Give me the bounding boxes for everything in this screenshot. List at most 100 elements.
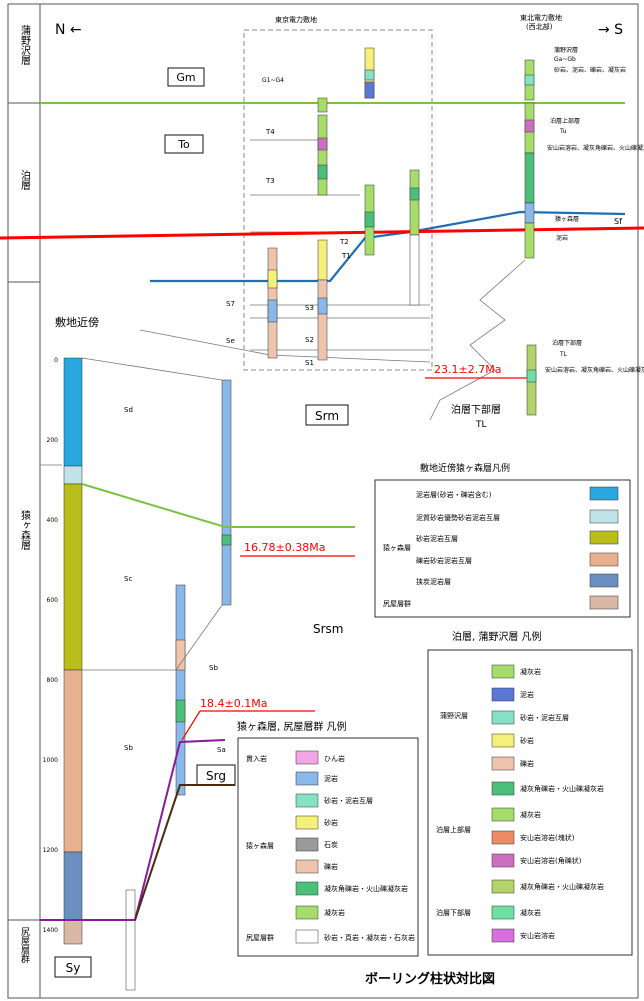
t1-label: T1 (341, 252, 351, 260)
svg-text:600: 600 (47, 597, 59, 604)
shiriyaso-column-label: 尻屋層群 (19, 927, 30, 964)
legend3-box (237, 737, 419, 957)
srsm-label: Srsm (313, 622, 344, 636)
svg-text:石炭: 石炭 (324, 841, 338, 849)
svg-text:1000: 1000 (43, 757, 58, 764)
sy-label: Sy (66, 961, 81, 975)
svg-text:泥岩: 泥岩 (324, 774, 338, 783)
svg-text:泊層下部層: 泊層下部層 (436, 908, 471, 917)
to-label-box (164, 134, 204, 154)
t3-label: T3 (265, 177, 275, 185)
svg-text:凝灰角礫岩・火山礫凝灰岩: 凝灰角礫岩・火山礫凝灰岩 (520, 784, 604, 793)
tepco-site-label: 東京電力敷地 (275, 15, 317, 24)
svg-text:泥質砂岩優勢砂岩泥岩互層: 泥質砂岩優勢砂岩泥岩互層 (416, 513, 500, 522)
legend1-box (374, 479, 631, 618)
srm-label-box (305, 404, 349, 426)
tomari-lower-code: TL (559, 351, 568, 358)
brown-correlation-line (134, 784, 235, 921)
svg-text:泊層上部層: 泊層上部層 (436, 825, 471, 834)
tomari-upper-code: Tu (559, 128, 567, 135)
svg-text:200: 200 (47, 437, 59, 444)
depth-scale: 0 200 400 600 800 1000 1200 1400 (43, 357, 58, 934)
svg-text:砂岩泥岩互層: 砂岩泥岩互層 (416, 534, 458, 543)
gm-unit-label: G1~G4 (262, 77, 284, 84)
svg-text:砂岩・泥岩互層: 砂岩・泥岩互層 (520, 713, 569, 722)
legend2-box (427, 649, 633, 956)
legend3-items: 貫入岩 ひん岩 猿ヶ森層 泥岩 砂岩・泥岩互層 砂岩 石炭 礫岩 凝灰角礫岩・火… (246, 750, 415, 944)
legend1-group-label: 猿ヶ森層 (383, 543, 411, 552)
svg-text:0: 0 (54, 357, 58, 364)
svg-text:安山岩溶岩: 安山岩溶岩 (520, 931, 555, 940)
tomari-lower-lith: 安山岩溶岩、凝灰角礫岩、火山礫凝灰岩、凝灰岩 (545, 366, 644, 374)
srm-label: Srm (315, 409, 339, 423)
shiriya-desc: 泥岩 (556, 234, 568, 242)
svg-text:凝灰岩: 凝灰岩 (520, 908, 541, 917)
tohoku-site-sublabel: (西北部) (526, 22, 553, 31)
sc-label: Sc (124, 575, 132, 583)
deep-boreholes (125, 379, 232, 991)
site-vicinity-label: 敷地近傍 (55, 315, 99, 329)
age-label-3: 18.4±0.1Ma (200, 697, 267, 710)
svg-text:泥岩層(砂岩・礫岩含む): 泥岩層(砂岩・礫岩含む) (416, 490, 492, 499)
to-label: To (177, 138, 190, 151)
tomari-column-label: 泊層 (19, 170, 31, 190)
sarugamori-column-label: 猿ヶ森層 (19, 509, 31, 550)
svg-text:凝灰角礫岩・火山礫凝灰岩: 凝灰角礫岩・火山礫凝灰岩 (324, 884, 408, 893)
svg-text:800: 800 (47, 677, 59, 684)
sf-boundary-line (150, 210, 626, 283)
age-label-1: 23.1±2.7Ma (434, 363, 501, 376)
svg-text:礫岩砂岩泥岩互層: 礫岩砂岩泥岩互層 (416, 556, 472, 565)
svg-text:凝灰岩: 凝灰岩 (520, 667, 541, 676)
svg-text:礫岩: 礫岩 (520, 759, 534, 768)
svg-text:猿ヶ森層: 猿ヶ森層 (246, 841, 274, 850)
gamanosawa-desc-code: Ga~Gb (554, 56, 576, 63)
correlation-lines (40, 139, 526, 466)
svg-text:貫入岩: 貫入岩 (246, 754, 267, 763)
purple-correlation-line (40, 739, 226, 921)
sb-label: Sb (124, 744, 133, 752)
gamanosawa-desc-title: 蒲野沢層 (554, 46, 578, 54)
svg-text:ひん岩: ひん岩 (324, 754, 345, 763)
svg-text:砂岩・頁岩・凝灰岩・石灰岩: 砂岩・頁岩・凝灰岩・石灰岩 (324, 933, 415, 942)
tomari-lower-title: 泊層下部層 (552, 339, 582, 347)
svg-text:1200: 1200 (43, 847, 58, 854)
se-label: Se (226, 337, 235, 345)
svg-text:礫岩: 礫岩 (324, 862, 338, 871)
legend1-items: 泥岩層(砂岩・礫岩含む) 泥質砂岩優勢砂岩泥岩互層 砂岩泥岩互層 礫岩砂岩泥岩互… (383, 486, 619, 610)
svg-text:尻屋層群: 尻屋層群 (246, 933, 274, 942)
south-direction: → S (598, 22, 623, 38)
t2-label: T2 (339, 238, 349, 246)
gm-label-box (167, 67, 205, 87)
legend1-title: 敷地近傍猿ヶ森層凡例 (420, 462, 510, 474)
svg-text:挟炭泥岩層: 挟炭泥岩層 (416, 577, 451, 586)
outer-frame (7, 3, 639, 999)
sd-label: Sd (124, 406, 133, 414)
legend3-title: 猿ヶ森層, 尻屋層群 凡例 (237, 720, 347, 733)
s7-label: S7 (226, 300, 235, 308)
site-vicinity-column (63, 357, 83, 945)
tohoku-site-label: 東北電力敷地 (520, 13, 562, 22)
svg-text:砂岩: 砂岩 (520, 736, 534, 745)
svg-text:安山岩溶岩(角礫状): 安山岩溶岩(角礫状) (520, 856, 582, 865)
sb-label-upper: Sb (209, 664, 218, 672)
svg-text:泥岩: 泥岩 (520, 690, 534, 699)
svg-text:砂岩: 砂岩 (324, 818, 338, 827)
green-correlation-line (81, 483, 355, 528)
s1-label: S1 (305, 359, 314, 367)
svg-text:凝灰角礫岩・火山礫凝灰岩: 凝灰角礫岩・火山礫凝灰岩 (520, 882, 604, 891)
sarugamori-desc: 猿ヶ森層 (555, 215, 579, 223)
tomari-lower-big-code: TL (475, 420, 487, 430)
t4-label: T4 (265, 128, 275, 136)
svg-text:尻屋層群: 尻屋層群 (383, 599, 411, 608)
s3-label: S3 (305, 304, 314, 312)
lower-correlation-lines (81, 357, 223, 671)
age-arrow-3 (181, 710, 201, 741)
svg-text:1400: 1400 (43, 927, 58, 934)
tepco-boreholes (267, 47, 420, 361)
svg-text:砂岩・泥岩互層: 砂岩・泥岩互層 (324, 796, 373, 805)
north-direction: N ← (55, 22, 82, 38)
svg-text:蒲野沢層: 蒲野沢層 (440, 711, 468, 720)
tomari-lower-big-title: 泊層下部層 (451, 403, 501, 416)
tohoku-borehole (524, 59, 537, 416)
